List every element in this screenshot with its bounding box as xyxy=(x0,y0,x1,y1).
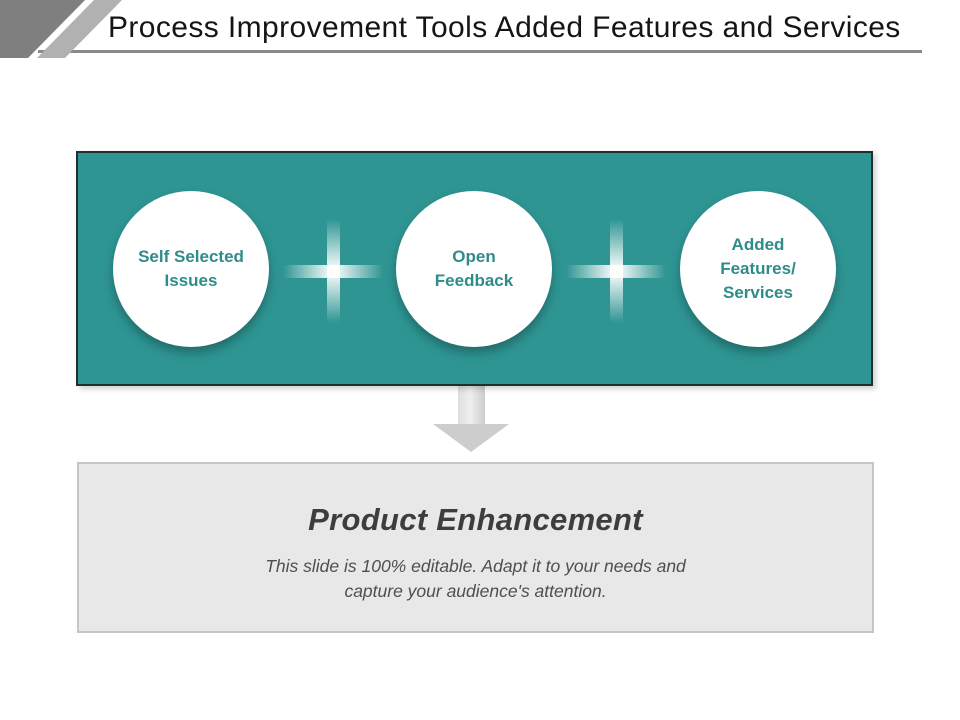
corner-dark-shape xyxy=(0,0,85,58)
title-underline xyxy=(38,50,922,53)
arrow-stem xyxy=(458,386,485,426)
process-banner: Self Selected Issues Open Feedback Added… xyxy=(76,151,873,386)
process-circle-added-features-services: Added Features/ Services xyxy=(680,191,836,347)
corner-light-stripe xyxy=(37,0,122,58)
page-title: Process Improvement Tools Added Features… xyxy=(108,11,901,44)
plus-icon xyxy=(566,219,666,323)
plus-icon xyxy=(283,219,383,323)
result-heading: Product Enhancement xyxy=(308,502,643,537)
process-circle-self-selected-issues: Self Selected Issues xyxy=(113,191,269,347)
circle-label: Open Feedback xyxy=(434,246,514,290)
corner-decoration xyxy=(0,0,122,58)
result-description: This slide is 100% editable. Adapt it to… xyxy=(265,556,686,602)
plus-vertical-arm xyxy=(610,219,623,323)
plus-vertical-arm xyxy=(327,219,340,323)
circle-label: Added Features/ Services xyxy=(720,234,796,303)
process-circle-open-feedback: Open Feedback xyxy=(396,191,552,347)
circle-label: Self Selected Issues xyxy=(138,246,244,290)
arrow-head xyxy=(433,424,509,452)
result-box: Product Enhancement This slide is 100% e… xyxy=(77,462,874,633)
